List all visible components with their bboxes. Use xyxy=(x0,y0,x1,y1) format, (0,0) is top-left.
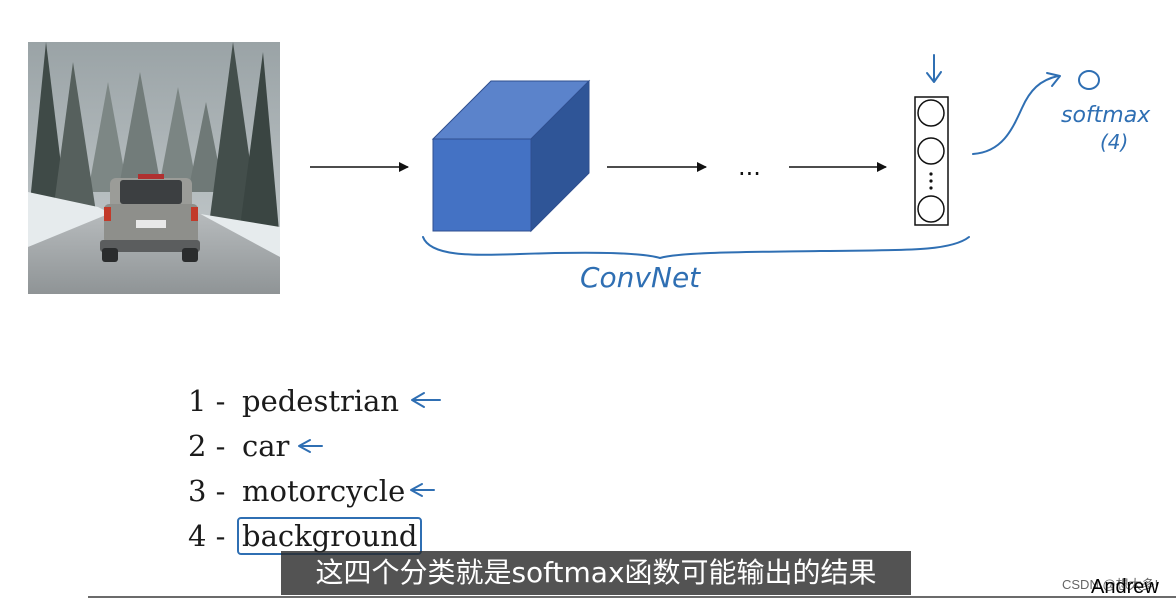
arrow-motorcycle xyxy=(410,483,435,497)
softmax-label: softmax xyxy=(1061,103,1151,128)
output-node xyxy=(917,195,945,223)
class-item-motorcycle: 3 - motorcycle xyxy=(188,468,422,513)
class-label: car xyxy=(242,428,290,463)
ellipsis-text: ... xyxy=(738,153,761,181)
output-node-dot xyxy=(929,186,933,190)
handwritten-down-arrowhead xyxy=(926,71,942,83)
class-list: 1 - pedestrian 2 - car 3 - motorcycle 4 … xyxy=(188,378,423,558)
output-layer xyxy=(914,96,949,226)
arrow-pedestrian xyxy=(411,392,441,408)
output-node-dot xyxy=(929,172,933,176)
output-node xyxy=(917,137,945,165)
arrow-car xyxy=(298,439,323,453)
class-number: 4 - xyxy=(188,518,226,553)
class-number: 1 - xyxy=(188,383,226,418)
convnet-bracket xyxy=(422,236,970,259)
handwritten-curve-arrow xyxy=(972,75,1059,155)
input-image-snowy-road-car xyxy=(28,42,280,294)
bracket-label-convnet: ConvNet xyxy=(580,261,701,294)
class-number: 3 - xyxy=(188,473,226,508)
bottom-divider xyxy=(88,596,1176,598)
softmax-count-label: (4) xyxy=(1100,130,1128,154)
class-label: motorcycle xyxy=(242,473,406,508)
handwritten-output-circle xyxy=(1078,70,1100,90)
class-number: 2 - xyxy=(188,428,226,463)
class-label: pedestrian xyxy=(242,383,400,418)
watermark: CSDN @想太多! xyxy=(1062,577,1159,592)
output-node-dot xyxy=(929,179,933,183)
class-label-boxed: background xyxy=(237,516,423,555)
handwritten-curve-arrowhead xyxy=(1046,72,1061,87)
presenter-name: Andrew xyxy=(1091,576,1159,598)
output-node xyxy=(917,99,945,127)
class-item-car: 2 - car xyxy=(188,423,422,468)
cube-front-face xyxy=(432,138,532,232)
convnet-cube xyxy=(431,79,591,233)
class-item-pedestrian: 1 - pedestrian xyxy=(188,378,422,423)
subtitle-caption: 这四个分类就是softmax函数可能输出的结果 xyxy=(281,551,911,595)
